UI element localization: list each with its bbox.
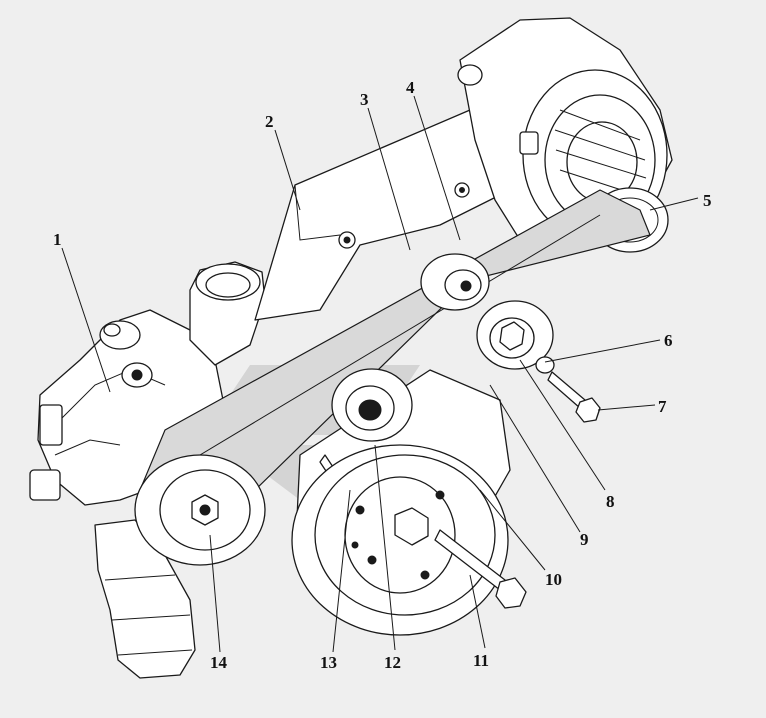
callout-4: 4 xyxy=(406,78,415,97)
callout-9: 9 xyxy=(580,530,589,549)
callout-1: 1 xyxy=(53,230,62,249)
callout-10: 10 xyxy=(545,570,562,589)
callout-6: 6 xyxy=(664,331,673,350)
callout-12: 12 xyxy=(384,653,401,672)
callout-2: 2 xyxy=(265,112,274,131)
bracket xyxy=(254,109,511,321)
idler-pulley xyxy=(476,300,601,423)
water-pump-assembly xyxy=(29,261,266,679)
callout-13: 13 xyxy=(320,653,337,672)
callout-3: 3 xyxy=(360,90,369,109)
crankshaft-pulley xyxy=(291,444,527,636)
callout-14: 14 xyxy=(210,653,228,672)
alternator xyxy=(457,17,673,256)
callout-11: 11 xyxy=(473,651,489,670)
tensioner-pulley xyxy=(420,253,490,311)
leader-lines xyxy=(61,95,699,653)
callout-labels: 1 2 3 4 5 6 7 8 9 10 11 12 13 14 xyxy=(53,78,712,672)
water-pump-pulley xyxy=(134,454,266,566)
callout-5: 5 xyxy=(703,191,712,210)
callout-7: 7 xyxy=(658,397,667,416)
callout-8: 8 xyxy=(606,492,615,511)
